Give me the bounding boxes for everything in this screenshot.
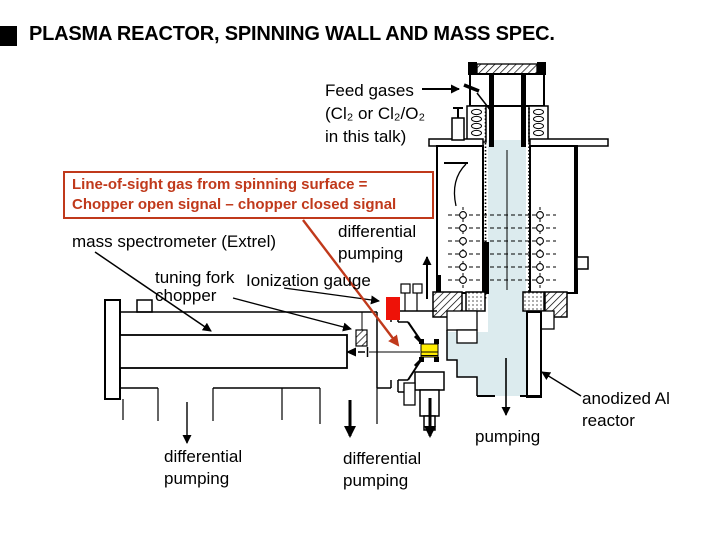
feed-gases-label: Feed gases (Cl₂ or Cl₂/O₂ in this talk) [325, 79, 425, 148]
feed-gases-line: Feed gases [325, 81, 414, 100]
spinning-wall-sample [419, 339, 439, 362]
label-line: pumping [164, 469, 230, 488]
callout-line: Chopper open signal – chopper closed sig… [72, 196, 397, 213]
right-source-chamber [529, 138, 609, 294]
tuning-fork-chopper-element [355, 312, 368, 347]
label-line: differential [164, 447, 243, 466]
differential-pumping-left-label: differential pumping [164, 446, 242, 490]
page-title: PLASMA REACTOR, SPINNING WALL AND MASS S… [29, 23, 555, 45]
tuning-fork-chopper-label: tuning fork chopper [155, 269, 234, 305]
line-of-sight-arrow [302, 219, 400, 347]
molecular-beam-line [346, 347, 420, 357]
left-source-chamber [428, 107, 484, 294]
slide-edge-artifact [0, 26, 17, 46]
mass-spectrometer-label: mass spectrometer (Extrel) [72, 232, 277, 251]
line-of-sight-callout-box: Line-of-sight gas from spinning surface … [63, 171, 434, 219]
label-line: tuning fork [155, 268, 235, 287]
rf-coil [448, 207, 556, 288]
differential-pumping-mid-label: differential pumping [343, 448, 421, 492]
reactor-head [463, 73, 549, 147]
gas-inlet-icon [463, 83, 480, 93]
feed-gases-line: in this talk) [325, 127, 407, 146]
bellows-icon [471, 108, 544, 137]
anodized-reactor-body [446, 311, 542, 398]
label-line: differential [343, 449, 422, 468]
label-line: differential [338, 222, 417, 241]
ionization-gauge-marker [386, 297, 400, 320]
mass-spec-arrow [94, 251, 212, 332]
pumping-label: pumping [475, 427, 541, 446]
label-line: anodized Al [582, 389, 670, 408]
annotation-arrows [94, 84, 582, 444]
feed-gases-line: (Cl₂ or Cl₂/O₂ [325, 104, 426, 123]
mass-spec-chamber [104, 299, 378, 424]
label-line: chopper [155, 286, 217, 305]
anodized-reactor-arrow [541, 371, 582, 397]
label-line: reactor [582, 411, 635, 430]
differential-pumping-upper-label: differential pumping [338, 221, 416, 265]
sample-drive-stack [403, 371, 445, 431]
label-line: pumping [343, 471, 409, 490]
chopper-arrow [232, 297, 352, 332]
ionization-gauge-label: Ionization gauge [246, 271, 371, 290]
callout-line: Line-of-sight gas from spinning surface … [72, 176, 368, 193]
anodized-al-reactor-label: anodized Al reactor [582, 388, 670, 432]
label-line: pumping [338, 244, 404, 263]
